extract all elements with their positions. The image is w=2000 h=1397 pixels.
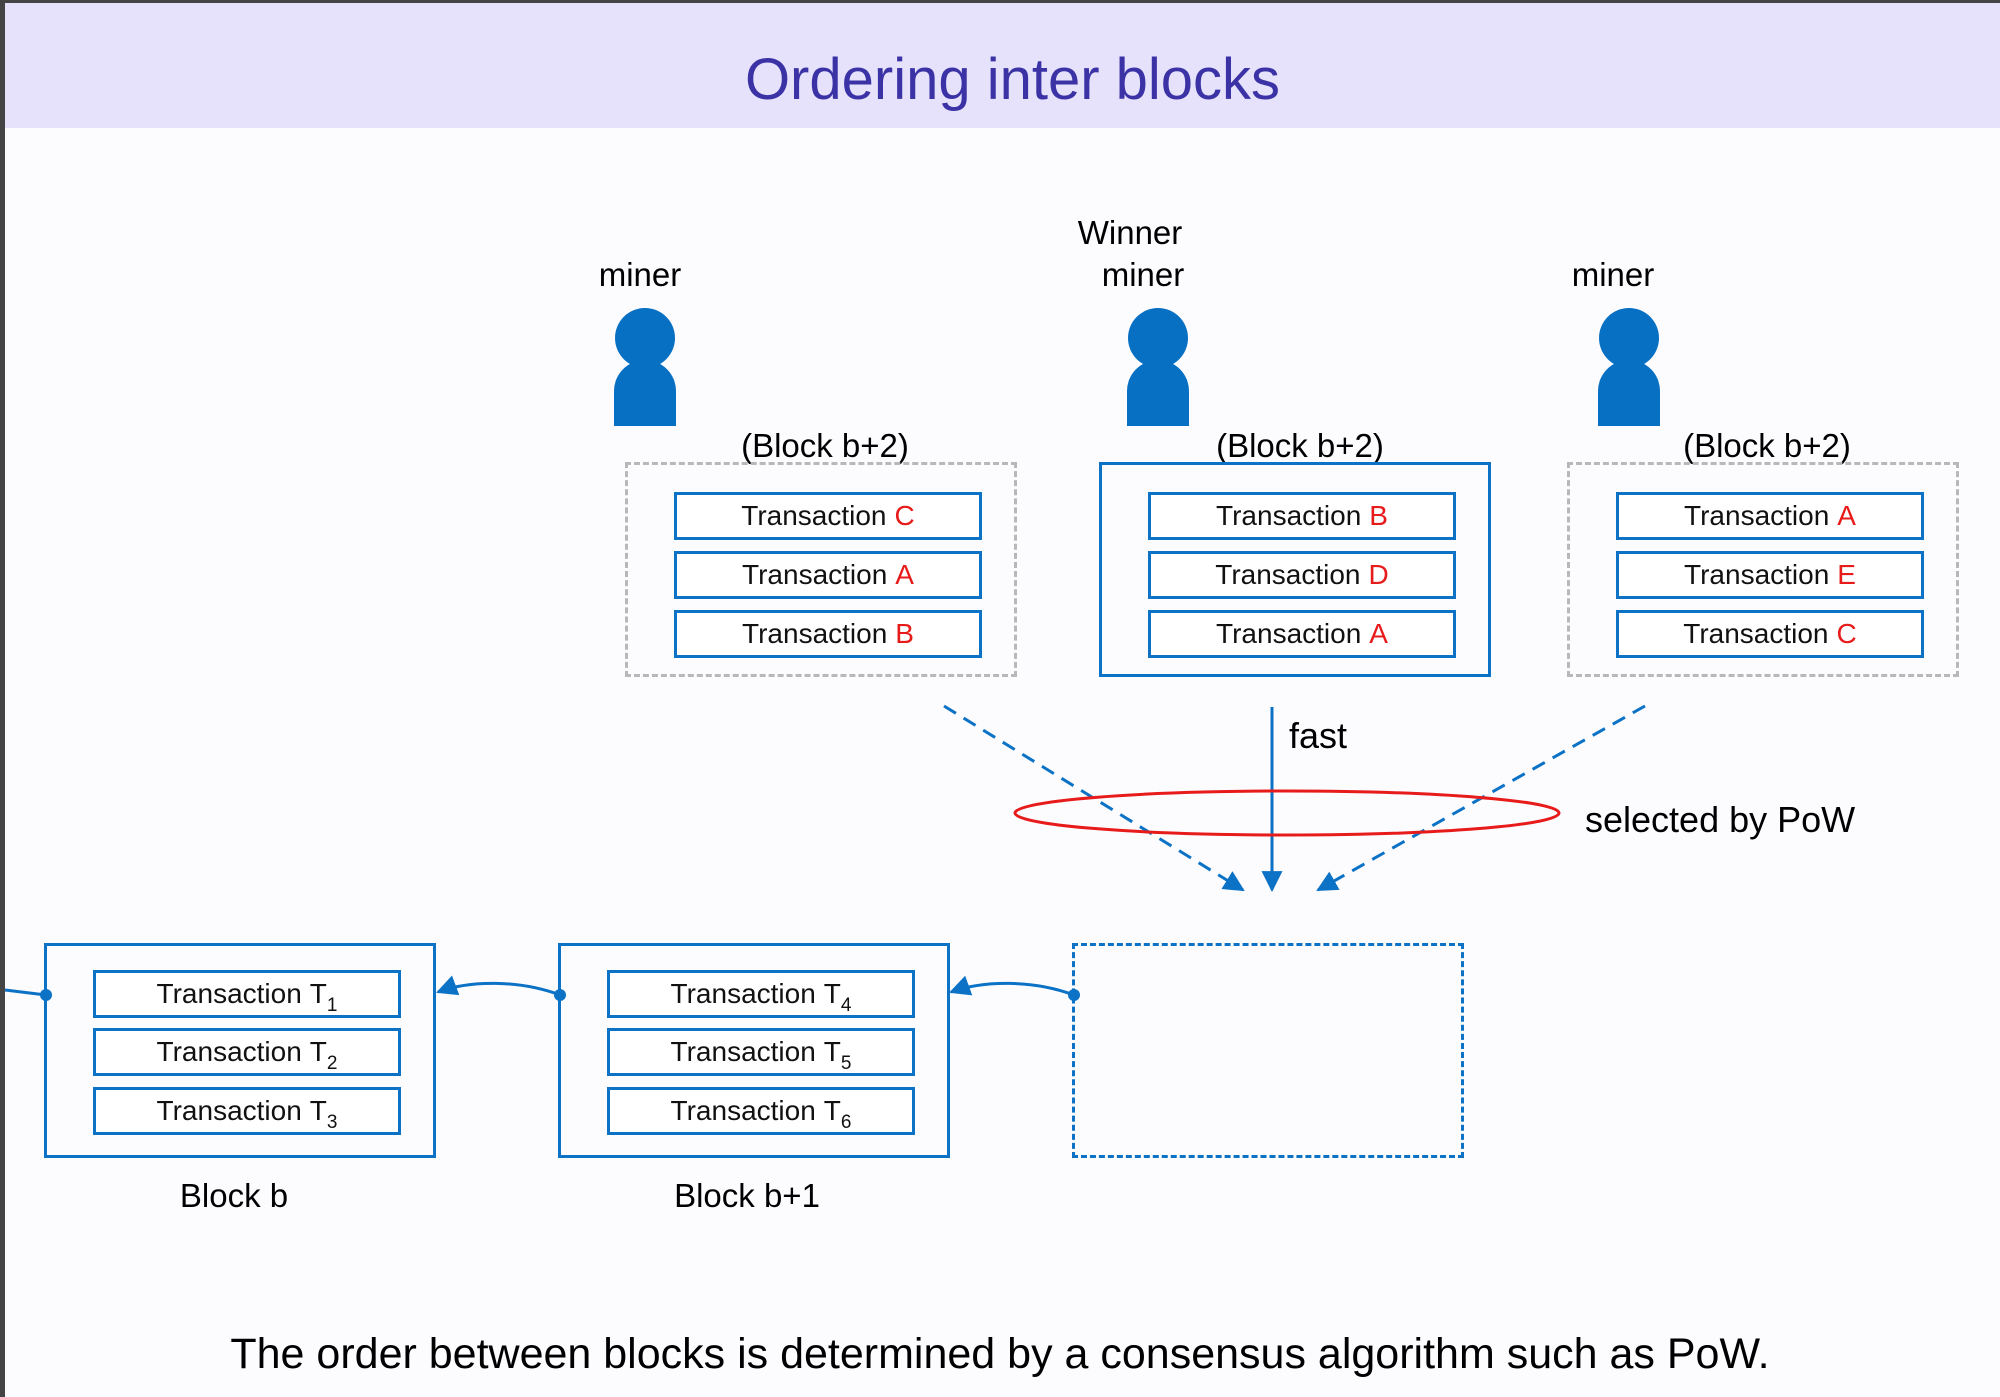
- miner-3-person-icon: [1598, 308, 1660, 426]
- chain-link-slot-to-b1: [949, 975, 1075, 997]
- chain-link-b1-to-b: [436, 975, 561, 997]
- miner-2-label: miner: [1101, 256, 1185, 293]
- frame-top: [0, 0, 2000, 3]
- next-block-slot: [1072, 943, 1464, 1158]
- pow-selection-ellipse: [1013, 789, 1561, 837]
- dashed-arrow-left: [943, 704, 1245, 892]
- winner-label: Winner: [1077, 214, 1183, 251]
- winner-miner-person-icon: [1127, 308, 1189, 426]
- page-title: Ordering inter blocks: [744, 47, 1281, 112]
- fast-label: fast: [1289, 715, 1348, 756]
- miner-1-label: miner: [598, 256, 682, 293]
- chain-link-dot: [1068, 989, 1080, 1001]
- miner-2-block-label: (Block b+2): [1216, 427, 1384, 464]
- footer-caption: The order between blocks is determined b…: [230, 1330, 1770, 1378]
- block-b-plus-1-label: Block b+1: [674, 1177, 820, 1214]
- title-bar: [5, 3, 2000, 128]
- miner-1-block-label: (Block b+2): [741, 427, 909, 464]
- chain-link-dot: [554, 989, 566, 1001]
- miner-3-label: miner: [1571, 256, 1655, 293]
- chain-link-prev: [4, 988, 47, 997]
- chain-link-dot: [40, 989, 52, 1001]
- miner-1-person-icon: [614, 308, 676, 426]
- block-b-label: Block b: [179, 1177, 289, 1214]
- frame-left: [0, 0, 5, 1397]
- miner-3-block-label: (Block b+2): [1683, 427, 1851, 464]
- pow-selection-label: selected by PoW: [1585, 799, 1856, 840]
